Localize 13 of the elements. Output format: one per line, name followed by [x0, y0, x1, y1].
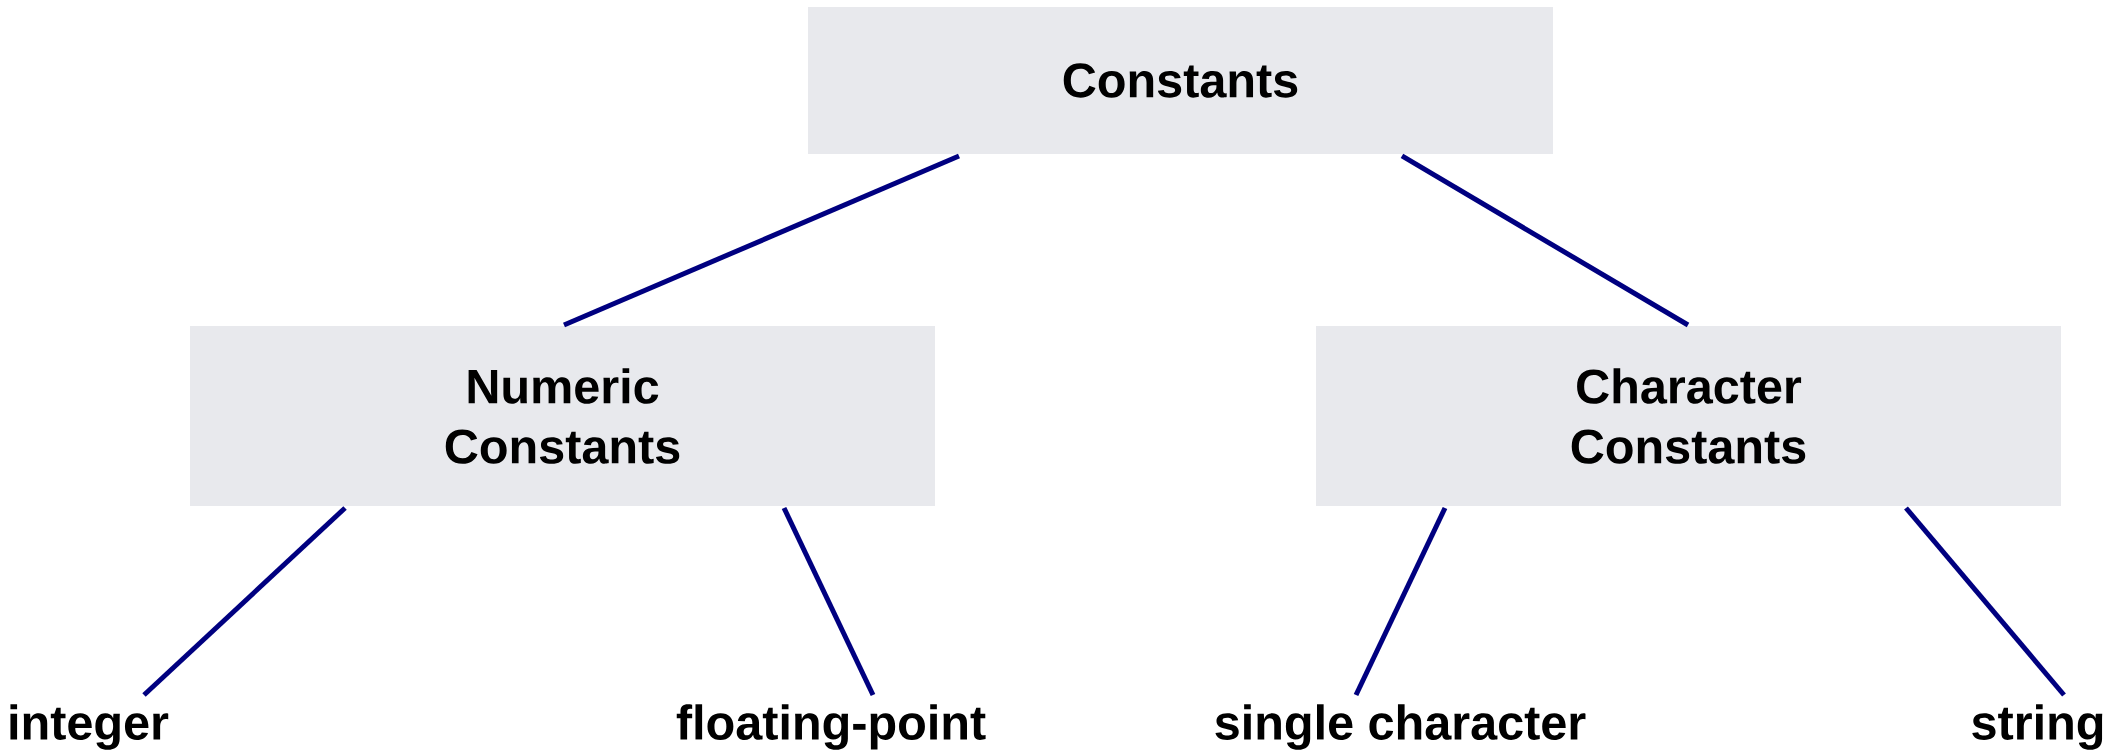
leaf-label: single character	[1215, 704, 1586, 750]
category-box: Constants	[808, 7, 1553, 154]
leaf-label: floating-point	[676, 704, 986, 750]
category-box: Character Constants	[1316, 326, 2061, 506]
connector-line	[563, 153, 960, 328]
connector-line	[1353, 506, 1448, 697]
leaf-label: integer	[10, 704, 169, 750]
category-box: Numeric Constants	[190, 326, 935, 506]
connector-line	[1400, 153, 1690, 328]
leaf-label: string	[1972, 704, 2103, 750]
connector-line	[142, 506, 347, 697]
connector-line	[781, 506, 876, 697]
connector-line	[1904, 506, 2066, 697]
